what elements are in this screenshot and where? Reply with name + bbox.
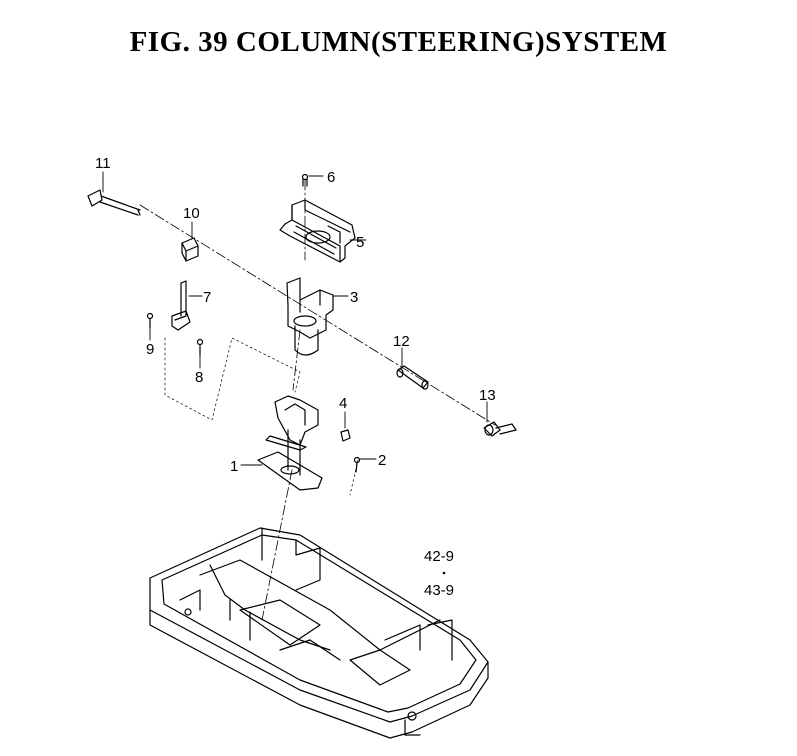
reference-42-9: 42-9 <box>424 548 454 565</box>
callout-9: 9 <box>146 341 154 358</box>
part-5-cover <box>279 199 356 263</box>
callout-3: 3 <box>350 289 358 306</box>
part-10-block <box>181 237 199 262</box>
reference-43-9: 43-9 <box>424 582 454 599</box>
part-12-sleeve <box>396 365 429 390</box>
callout-2: 2 <box>378 452 386 469</box>
callout-4: 4 <box>339 395 347 412</box>
callout-7: 7 <box>203 289 211 306</box>
callout-8: 8 <box>195 369 203 386</box>
leader-lines <box>102 171 488 466</box>
part-3-column-tube <box>286 277 334 356</box>
part-11-pin <box>87 189 141 216</box>
callout-10: 10 <box>183 205 200 222</box>
part-6-bolt <box>301 173 309 187</box>
part-4-bushing <box>340 429 351 442</box>
assembly-axis-line <box>139 204 496 426</box>
callout-6: 6 <box>327 169 335 186</box>
reference-separator-dot <box>442 571 446 575</box>
figure-title: FIG. 39 COLUMN(STEERING)SYSTEM <box>129 26 668 58</box>
guide-line-left <box>164 337 301 421</box>
part-13-lever <box>483 421 517 437</box>
callout-12: 12 <box>393 333 410 350</box>
column-axis-line <box>261 179 306 621</box>
part-7-lever <box>171 280 191 331</box>
part-2-bolt <box>353 456 361 473</box>
frame-chassis <box>149 527 489 739</box>
callout-1: 1 <box>230 458 238 475</box>
callout-13: 13 <box>479 387 496 404</box>
callout-11: 11 <box>95 155 111 172</box>
callout-5: 5 <box>356 234 364 251</box>
part-1-base-bracket <box>257 395 323 491</box>
